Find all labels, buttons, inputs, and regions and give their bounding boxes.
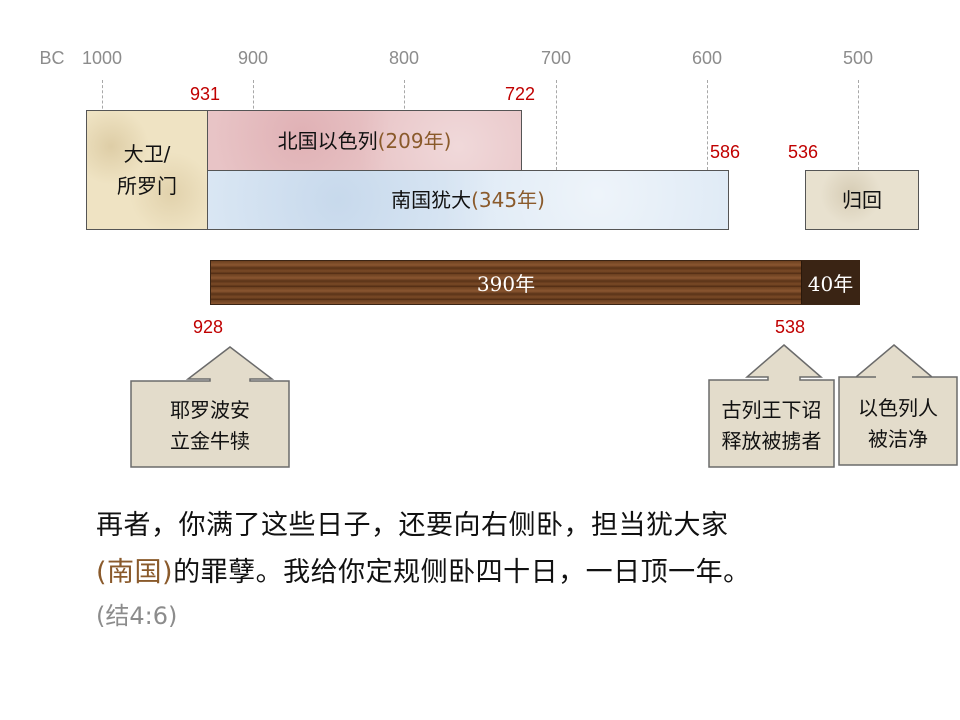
verse-line2: (南国)的罪孽。我给你定规侧卧四十日，一日顶一年。 (96, 550, 751, 589)
marker-538: 538 (775, 317, 806, 337)
jeroboam-line2: 立金牛犊 (170, 429, 250, 453)
tick-line-500 (858, 80, 859, 170)
axis-tick-800: 800 (388, 48, 420, 68)
jeroboam-line1: 耶罗波安 (170, 398, 250, 422)
axis-prefix-label: BC (39, 48, 65, 68)
bar-390-years: 390年 (211, 261, 801, 304)
callout-jeroboam-shape (130, 346, 290, 468)
callout-israel-cleansed: 以色列人 被洁净 (838, 343, 958, 466)
north-kingdom-years: (209年) (377, 128, 452, 153)
return-period: 归回 (805, 170, 919, 230)
north-kingdom-name: 北国以色列 (277, 128, 378, 153)
bar-390-label: 390年 (476, 272, 536, 296)
callout-jeroboam: 耶罗波安 立金牛犊 (130, 345, 290, 468)
south-kingdom-period: 南国犹大(345年) (207, 170, 729, 230)
axis-tick-600: 600 (691, 48, 723, 68)
callout-israel-shape (838, 344, 958, 466)
tick-line-600 (707, 80, 708, 170)
cyrus-line2: 释放被掳者 (721, 429, 822, 453)
axis-tick-500: 500 (842, 48, 874, 68)
bar-40-years: 40年 (801, 261, 859, 304)
marker-928: 928 (193, 317, 224, 337)
south-kingdom-name: 南国犹大 (391, 188, 472, 212)
axis-tick-700: 700 (540, 48, 572, 68)
verse-reference: (结4:6) (96, 602, 178, 630)
marker-931: 931 (190, 84, 221, 104)
marker-586: 586 (710, 142, 741, 162)
cyrus-line1: 古列王下诏 (721, 398, 822, 422)
marker-536: 536 (788, 142, 819, 162)
axis-tick-900: 900 (237, 48, 269, 68)
marker-722: 722 (505, 84, 536, 104)
north-kingdom-period: 北国以色列(209年) (207, 110, 522, 170)
verse-line2-text: 的罪孽。我给你定规侧卧四十日，一日顶一年。 (173, 557, 751, 588)
callout-cyrus-shape (708, 344, 835, 468)
solomon-label: 所罗门 (117, 174, 177, 198)
verse-line1: 再者，你满了这些日子，还要向右侧卧，担当犹大家 (96, 510, 729, 541)
bar-40-label: 40年 (807, 272, 854, 296)
prophecy-years-bar: 390年 40年 (210, 260, 860, 305)
tick-line-700 (556, 80, 557, 170)
israel-line2: 被洁净 (868, 427, 928, 451)
verse-paren-south: (南国) (96, 557, 174, 588)
david-label: 大卫/ (123, 142, 171, 166)
return-label: 归回 (842, 188, 882, 212)
david-solomon-period: 大卫/ 所罗门 (86, 110, 208, 230)
south-kingdom-years: (345年) (471, 188, 545, 212)
callout-cyrus-decree: 古列王下诏 释放被掳者 (708, 343, 835, 468)
israel-line1: 以色列人 (858, 396, 938, 420)
axis-tick-1000: 1000 (81, 48, 123, 68)
